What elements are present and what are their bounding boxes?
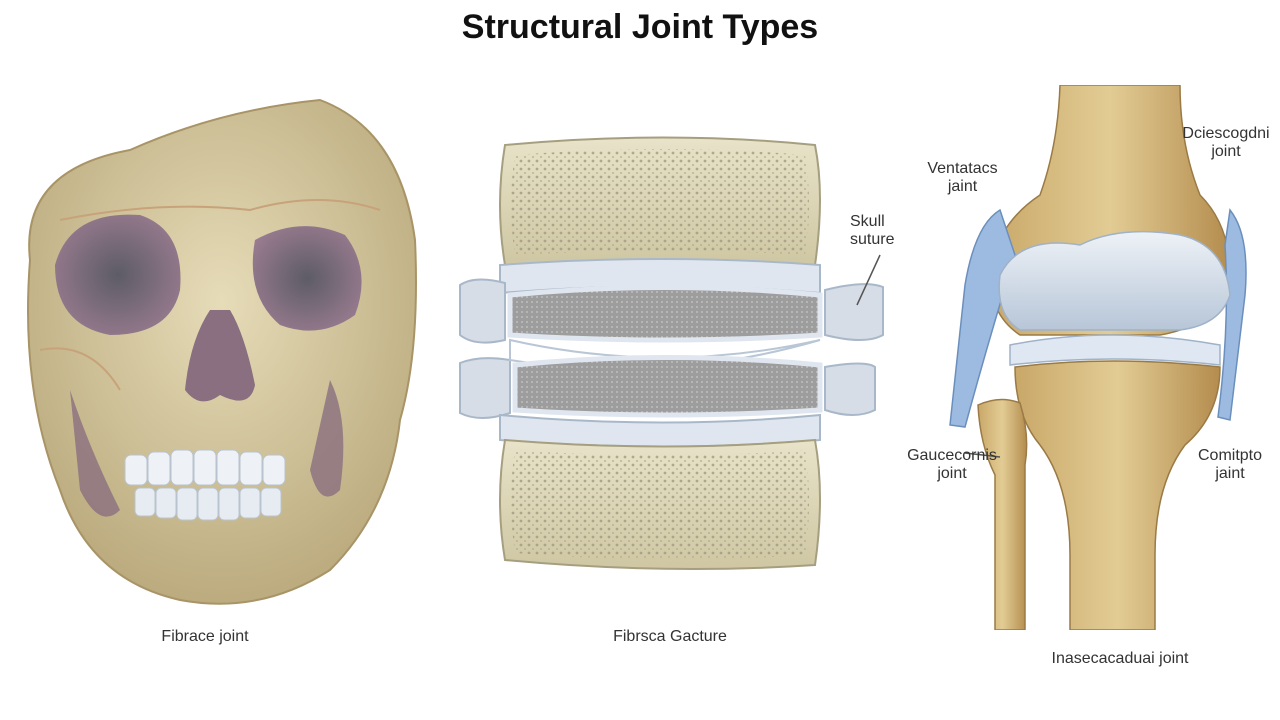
left-process-lower — [459, 357, 511, 419]
right-process-upper — [824, 283, 884, 341]
tibia — [1014, 360, 1221, 630]
knee-caption: Inasecacaduai joint — [1051, 650, 1189, 667]
left-eye-socket — [55, 214, 181, 335]
right-process-lower — [824, 362, 876, 416]
lower-teeth — [134, 487, 282, 521]
callout-line: Comitpto — [1197, 447, 1263, 464]
skull-caption: Fibrace joint — [161, 628, 249, 645]
callout-line: jaint — [947, 178, 978, 195]
suture-leader-line — [856, 254, 881, 306]
lower-intervertebral-disc — [512, 355, 823, 418]
jaw-shadow-right — [310, 380, 344, 497]
vertebrae-joint-callout: Ventatacs jaint — [915, 160, 1010, 196]
lower-endplate — [499, 413, 821, 448]
upper-teeth — [124, 449, 286, 486]
nasal-cavity — [185, 310, 255, 402]
fibula-joint-callout: Gaucecornis joint — [897, 447, 1007, 483]
fibula-leader-line — [964, 452, 1001, 458]
meniscus — [1009, 334, 1221, 366]
skull-suture-callout: Skull suture — [850, 213, 930, 249]
callout-line: jaint — [1215, 465, 1245, 482]
knee-illustration — [930, 85, 1280, 630]
diagram-title: Structural Joint Types — [461, 8, 819, 46]
vertebrae-caption: Fibrsca Gacture — [613, 628, 727, 645]
jaw-shadow-left — [70, 390, 120, 517]
callout-line: Skull — [850, 213, 885, 230]
callout-line: joint — [937, 465, 967, 482]
callout-line: Ventatacs — [927, 160, 998, 177]
lower-right-callout: Comitpto jaint — [1180, 447, 1280, 483]
upper-intervertebral-disc — [507, 285, 823, 343]
left-process-upper — [459, 278, 506, 344]
callout-line: joint — [1211, 143, 1241, 160]
suture-line — [39, 347, 121, 391]
femoral-cartilage — [998, 230, 1231, 331]
callout-line: Gaucecornis — [907, 447, 997, 464]
fibula — [977, 398, 1028, 630]
callout-line: Dciescogdni — [1182, 125, 1270, 142]
vertebrae-illustration — [455, 135, 895, 575]
skull-illustration — [0, 90, 430, 610]
suture-line — [59, 199, 381, 221]
right-eye-socket — [252, 226, 362, 331]
callout-line: suture — [850, 231, 895, 248]
top-right-callout: Dciescogdni joint — [1172, 125, 1280, 161]
